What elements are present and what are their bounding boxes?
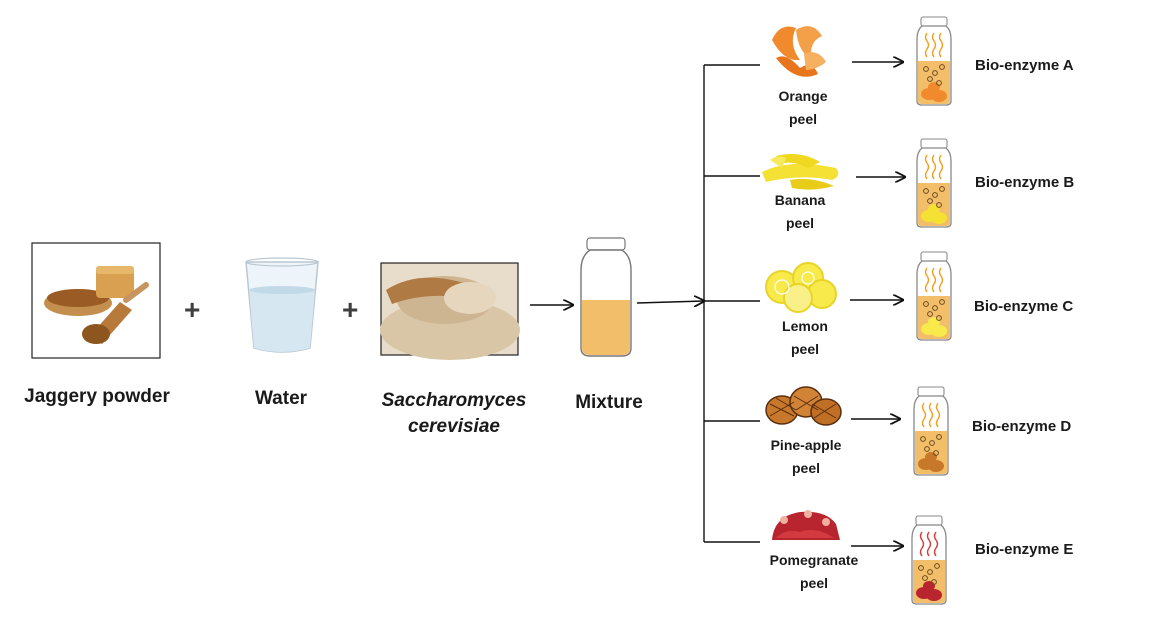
product-label-d: Bio-enzyme D	[972, 418, 1072, 435]
peel-label-orange: Orange peel	[760, 85, 846, 131]
water-label: Water	[254, 388, 308, 409]
product-label-e: Bio-enzyme E	[975, 541, 1074, 558]
product-label-b: Bio-enzyme B	[975, 174, 1075, 191]
peel-label-pineapple: Pine-apple peel	[756, 434, 856, 480]
peel-label-line1: Pine-apple	[770, 437, 842, 453]
peel-label-line2: peel	[790, 341, 819, 357]
peel-label-pomegranate: Pomegranate peel	[754, 549, 874, 595]
bio-enzyme-jar-d	[913, 386, 949, 476]
peel-label-line1: Banana	[774, 192, 826, 208]
pomegranate-peel-image	[772, 510, 840, 540]
banana-peel-image	[762, 154, 839, 190]
peel-label-line1: Pomegranate	[769, 552, 859, 568]
bio-enzyme-jar-e	[911, 515, 947, 605]
mixture-jar	[580, 237, 632, 357]
plus-sign-1: +	[184, 294, 201, 325]
bio-enzyme-jar-a	[916, 16, 952, 106]
product-jars	[911, 16, 952, 605]
product-label-a: Bio-enzyme A	[975, 57, 1074, 74]
bio-enzyme-jar-c	[916, 251, 952, 341]
peel-label-line2: peel	[788, 111, 817, 127]
peel-label-line1: Orange	[778, 88, 828, 104]
peel-label-line2: peel	[799, 575, 828, 591]
product-label-c: Bio-enzyme C	[974, 298, 1074, 315]
peel-label-line2: peel	[791, 460, 820, 476]
pineapple-peel-image	[765, 386, 842, 426]
yeast-label-line1: Saccharomyces	[381, 390, 527, 411]
peel-label-line2: peel	[785, 215, 814, 231]
water-glass-image	[245, 257, 319, 353]
yeast-label: Saccharomyces cerevisiae	[372, 388, 536, 440]
arrow-mixture-to-branch	[636, 301, 704, 303]
peel-label-lemon: Lemon peel	[762, 315, 848, 361]
lemon-peel-image	[765, 262, 837, 313]
jaggery-label: Jaggery powder	[24, 386, 170, 407]
orange-peel-image	[772, 26, 826, 77]
yeast-label-line2: cerevisiae	[408, 416, 500, 437]
bio-enzyme-jar-b	[916, 138, 952, 228]
jaggery-image	[31, 242, 161, 359]
peel-label-line1: Lemon	[782, 318, 828, 334]
peel-label-banana: Banana peel	[757, 189, 843, 235]
yeast-image	[380, 262, 520, 360]
mixture-label: Mixture	[575, 392, 643, 413]
plus-sign-2: +	[342, 294, 359, 325]
